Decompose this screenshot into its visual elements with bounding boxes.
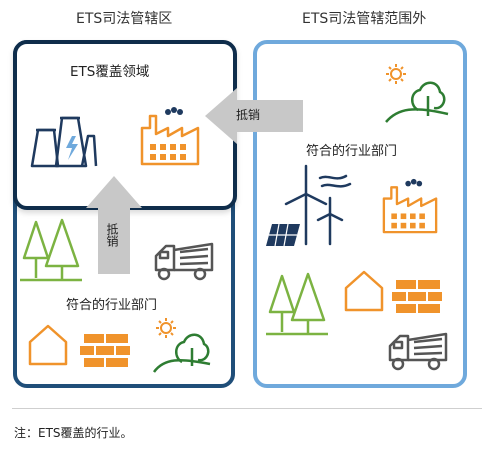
offset-arrow-horizontal <box>205 88 303 144</box>
trees-icon <box>266 272 328 336</box>
landscape-sun-icon <box>152 318 211 373</box>
solar-panel-icon <box>266 223 300 247</box>
house-icon <box>28 324 68 366</box>
trees-icon <box>20 218 82 282</box>
factory-icon <box>382 178 438 234</box>
wind-turbines-icon <box>284 164 352 246</box>
footnote: 注：ETS覆盖的行业。 <box>14 426 133 440</box>
covered-area-title: ETS覆盖领域 <box>70 64 150 80</box>
outside-jurisdiction-panel <box>253 40 467 388</box>
factory-icon <box>140 107 200 166</box>
left-jurisdiction-title: ETS司法管辖区 <box>76 11 173 27</box>
landscape-sun-icon <box>385 64 449 123</box>
offset-label-vertical: 抵销 <box>105 223 119 247</box>
offset-label-horizontal: 抵销 <box>236 108 261 122</box>
right-jurisdiction-title: ETS司法管辖范围外 <box>302 11 427 27</box>
footnote-divider <box>12 408 482 409</box>
dump-truck-icon <box>388 332 448 371</box>
left-sector-label: 符合的行业部门 <box>66 298 158 313</box>
cooling-towers-icon <box>30 116 98 168</box>
offset-arrow-vertical <box>86 176 142 274</box>
right-sector-label: 符合的行业部门 <box>306 144 398 159</box>
bricks-icon <box>392 280 442 313</box>
house-icon <box>344 270 384 312</box>
dump-truck-icon <box>154 242 214 281</box>
bricks-icon <box>80 334 130 367</box>
